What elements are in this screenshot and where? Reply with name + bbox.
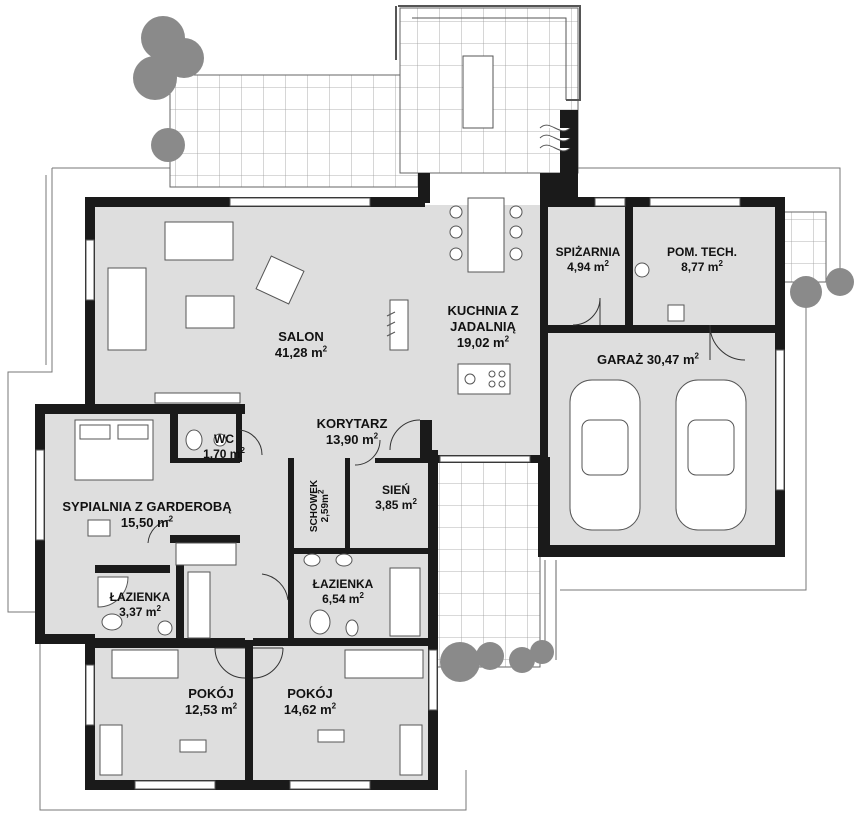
- tv-unit: [154, 392, 241, 404]
- room-kuchnia: KUCHNIA Z JADALNIĄ 19,02 m2: [447, 303, 519, 350]
- room-area: 4,94 m: [567, 260, 605, 274]
- room-name: POKÓJ: [188, 686, 234, 701]
- sofa-side: [107, 267, 147, 351]
- room-area: 3,37 m: [119, 605, 157, 619]
- sofa: [164, 221, 234, 261]
- room-name: SALON: [278, 329, 324, 344]
- room-name: KORYTARZ: [316, 416, 388, 431]
- room-name: ŁAZIENKA: [109, 590, 171, 604]
- coffee-table: [185, 295, 235, 329]
- side-terrace: [779, 211, 827, 283]
- room-lazienka-small: ŁAZIENKA 3,37 m2: [109, 590, 171, 619]
- armchair: [255, 255, 305, 305]
- room-area: 2,59m: [320, 494, 331, 523]
- room-name: SIEŃ: [381, 483, 410, 497]
- room-sien: SIEŃ 3,85 m2: [375, 483, 417, 512]
- tree-icon: [440, 642, 480, 682]
- room-name: WC: [214, 432, 234, 446]
- room-lazienka: ŁAZIENKA 6,54 m2: [312, 577, 374, 606]
- room-area: 3,85 m: [375, 498, 413, 512]
- room-sypialnia: SYPIALNIA Z GARDEROBĄ 15,50 m2: [62, 499, 232, 530]
- room-name: POM. TECH.: [666, 245, 738, 259]
- room-area: 15,50 m: [120, 515, 169, 530]
- room-name: GARAŻ 30,47 m: [597, 352, 695, 367]
- room-name: POKÓJ: [287, 686, 333, 701]
- floors: [45, 205, 775, 780]
- tree-icon: [133, 56, 177, 100]
- fireplace: [386, 299, 409, 351]
- tree-icon: [790, 276, 822, 308]
- upper-terrace: [169, 5, 581, 188]
- room-area: 1,70 m: [203, 447, 241, 461]
- tree-icon: [509, 647, 535, 673]
- room-area: 8,77 m: [681, 260, 719, 274]
- room-garaz: GARAŻ 30,47 m2: [597, 351, 699, 367]
- tree-icon: [530, 640, 554, 664]
- trees: [133, 16, 854, 682]
- windows: [35, 197, 785, 790]
- room-schowek: SCHOWEK 2,59m2: [309, 479, 331, 533]
- tree-icon: [151, 128, 185, 162]
- furniture: [74, 55, 747, 776]
- tree-icon: [476, 642, 504, 670]
- tree-icon: [826, 268, 854, 296]
- room-salon: SALON 41,28 m2: [274, 329, 328, 360]
- room-area: 41,28 m: [274, 345, 323, 360]
- room-name: ŁAZIENKA: [312, 577, 374, 591]
- dining-table: [467, 197, 505, 273]
- room-pom-tech: POM. TECH. 8,77 m2: [666, 245, 738, 274]
- room-area: 14,62 m: [283, 702, 332, 717]
- room-spizarnia: SPIŻARNIA 4,94 m2: [555, 245, 621, 274]
- room-area: 12,53 m: [184, 702, 233, 717]
- room-pokoj-1: POKÓJ 12,53 m2: [184, 686, 238, 717]
- room-name: SPIŻARNIA: [555, 245, 621, 259]
- room-korytarz: KORYTARZ 13,90 m2: [316, 416, 388, 447]
- room-area: 19,02 m: [456, 335, 505, 350]
- lower-terrace: [435, 461, 557, 668]
- room-area: 6,54 m: [322, 592, 360, 606]
- room-name: SYPIALNIA Z GARDEROBĄ: [62, 499, 232, 514]
- room-area: 13,90 m: [325, 432, 374, 447]
- bathtub: [389, 567, 421, 637]
- room-wc: WC 1,70 m2: [203, 432, 245, 461]
- room-pokoj-2: POKÓJ 14,62 m2: [283, 686, 337, 717]
- room-name: KUCHNIA Z: [447, 303, 519, 318]
- room-name-line2: JADALNIĄ: [450, 319, 516, 334]
- room-name: SCHOWEK: [309, 479, 320, 533]
- doors: [147, 297, 746, 679]
